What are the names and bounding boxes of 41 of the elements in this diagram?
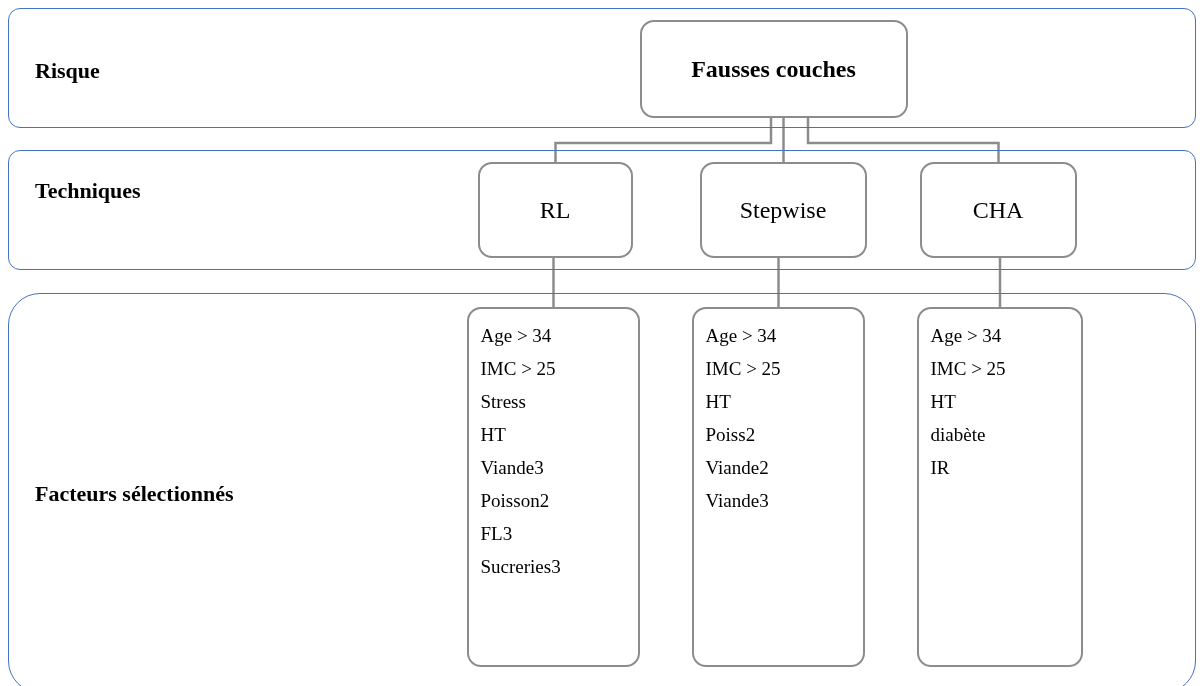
- connector-line: [782, 118, 785, 162]
- row-label: Risque: [35, 58, 100, 84]
- factor-label: Viande3: [480, 455, 544, 480]
- technique-label: Stepwise: [738, 196, 828, 223]
- technique-box: [699, 161, 867, 258]
- factor-label: Age > 34: [930, 323, 1002, 348]
- factor-label: HT: [480, 422, 506, 447]
- risk-label: Fausses couches: [690, 55, 857, 82]
- band-panel: [8, 8, 1196, 128]
- connector-line: [777, 258, 780, 307]
- factor-label: FL3: [480, 521, 513, 546]
- row-label: Facteurs sélectionnés: [35, 481, 234, 507]
- technique-box: [639, 19, 908, 118]
- factor-label: Poisson2: [480, 488, 550, 513]
- band-panel: [8, 150, 1196, 270]
- factor-label: HT: [930, 389, 956, 414]
- technique-label: CHA: [971, 196, 1025, 223]
- factor-label: Viande2: [705, 455, 769, 480]
- factor-label: IMC > 25: [480, 356, 556, 381]
- factor-label: IR: [930, 455, 950, 480]
- technique-box: [477, 161, 633, 258]
- factor-label: HT: [705, 389, 731, 414]
- row-label: Techniques: [35, 178, 141, 204]
- connector-line: [806, 118, 1000, 162]
- factor-label: Sucreries3: [480, 554, 561, 579]
- connector-line: [554, 118, 773, 162]
- connector-line: [552, 258, 555, 307]
- factor-label: Poiss2: [705, 422, 756, 447]
- factor-label: IMC > 25: [705, 356, 781, 381]
- technique-box: [919, 161, 1077, 258]
- factor-label: IMC > 25: [930, 356, 1006, 381]
- technique-label: RL: [538, 196, 572, 223]
- factor-list-box: [466, 306, 640, 667]
- factor-label: Age > 34: [705, 323, 777, 348]
- factor-label: Stress: [480, 389, 526, 414]
- factor-label: Viande3: [705, 488, 769, 513]
- factor-list-box: [916, 306, 1083, 667]
- factor-label: Age > 34: [480, 323, 552, 348]
- factor-list-box: [691, 306, 865, 667]
- factor-label: diabète: [930, 422, 986, 447]
- connector-line: [998, 258, 1002, 307]
